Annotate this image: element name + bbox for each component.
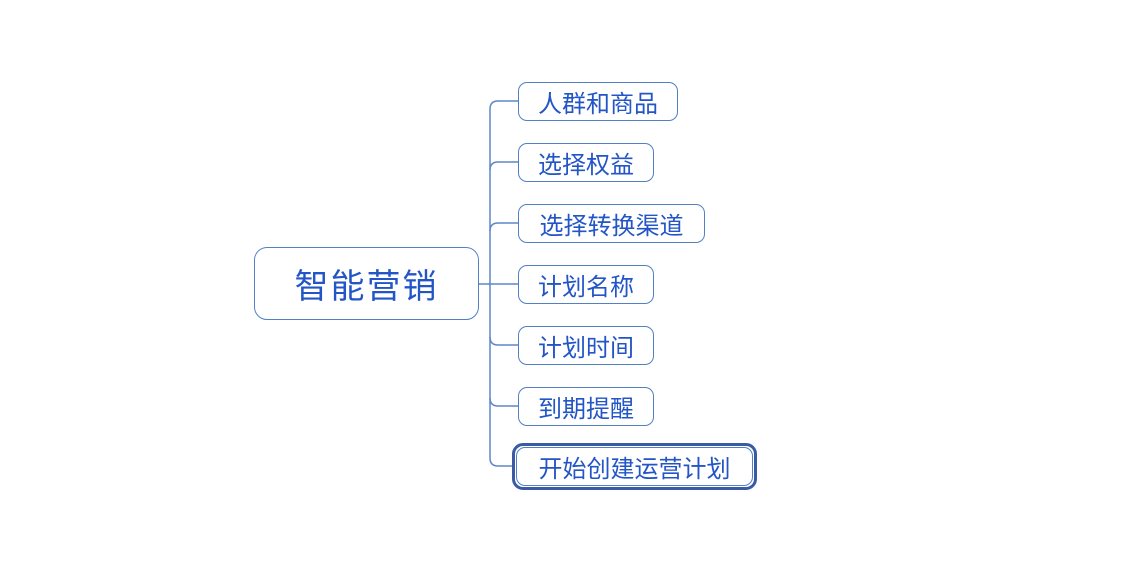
connector-branch-6	[489, 397, 518, 407]
connector-branch-7	[489, 457, 514, 467]
mindmap-node-select-conversion-channel[interactable]: 选择转换渠道	[518, 204, 705, 243]
connector-branch-3	[489, 222, 518, 232]
selected-node-outline: 开始创建运营计划	[512, 443, 757, 490]
mindmap-node-plan-time[interactable]: 计划时间	[518, 326, 654, 365]
mindmap-node-audience-products[interactable]: 人群和商品	[518, 82, 678, 121]
mindmap-node-plan-name[interactable]: 计划名称	[518, 265, 654, 304]
connector-branch-1	[489, 100, 518, 110]
connector-branch-5	[489, 336, 518, 346]
connector-branch-2	[489, 161, 518, 171]
mindmap-node-expiry-reminder[interactable]: 到期提醒	[518, 387, 654, 426]
mindmap-node-select-benefits[interactable]: 选择权益	[518, 143, 654, 182]
root-node[interactable]: 智能营销	[254, 247, 479, 320]
mindmap-node-start-create-plan[interactable]: 开始创建运营计划	[516, 447, 753, 486]
